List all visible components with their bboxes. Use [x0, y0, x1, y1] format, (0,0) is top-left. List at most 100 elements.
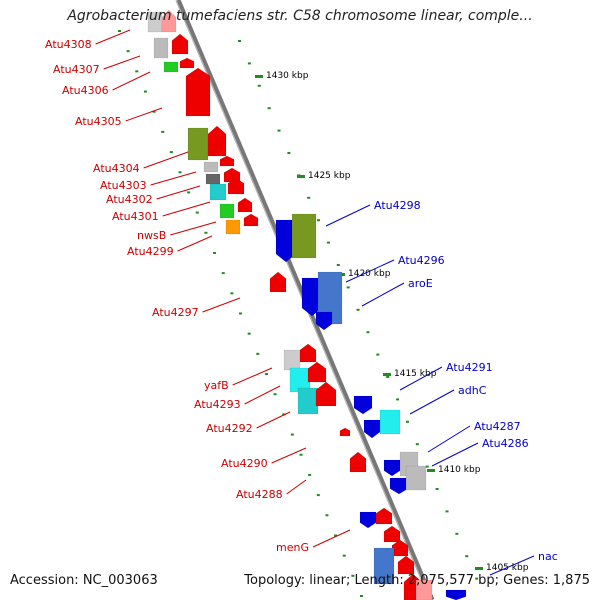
- gene-feature[interactable]: [161, 9, 177, 33]
- gene-feature[interactable]: [391, 539, 409, 557]
- gene-label-left[interactable]: nwsB: [137, 229, 166, 242]
- gene-feature[interactable]: [297, 387, 319, 415]
- label-leader-line: [325, 204, 371, 227]
- gene-label-left[interactable]: Atu4301: [112, 210, 159, 223]
- gene-label-left[interactable]: Atu4299: [127, 245, 174, 258]
- gene-label-right[interactable]: Atu4287: [474, 420, 521, 433]
- gene-feature[interactable]: [219, 203, 235, 219]
- gene-feature[interactable]: [163, 61, 179, 73]
- tick-dot-left: [351, 574, 355, 577]
- gene-feature[interactable]: [299, 343, 317, 363]
- gene-feature[interactable]: [203, 161, 219, 173]
- gene-label-left[interactable]: Atu4307: [53, 63, 100, 76]
- gene-label-right[interactable]: Atu4286: [482, 437, 529, 450]
- gene-feature[interactable]: [171, 33, 189, 55]
- gene-feature[interactable]: [383, 459, 401, 477]
- gene-feature[interactable]: [269, 271, 287, 293]
- gene-feature[interactable]: [383, 525, 401, 543]
- gene-label-right[interactable]: Atu4291: [446, 361, 493, 374]
- label-leader-line: [271, 447, 307, 464]
- label-leader-line: [156, 185, 201, 200]
- scale-tick: [297, 175, 305, 178]
- tick-dot-left: [178, 171, 182, 174]
- gene-feature[interactable]: [389, 477, 409, 495]
- gene-feature[interactable]: [379, 409, 401, 435]
- gene-feature[interactable]: [243, 213, 259, 227]
- gene-feature[interactable]: [315, 381, 337, 407]
- tick-dot-left: [342, 554, 346, 557]
- gene-feature[interactable]: [375, 507, 393, 525]
- label-leader-line: [489, 555, 535, 576]
- gene-label-right[interactable]: nac: [538, 550, 558, 563]
- gene-label-left[interactable]: Atu4302: [106, 193, 153, 206]
- gene-feature[interactable]: [339, 427, 351, 437]
- gene-feature[interactable]: [205, 173, 221, 185]
- gene-feature[interactable]: [219, 155, 235, 167]
- tick-dot-left: [316, 494, 320, 497]
- scale-tick: [383, 373, 391, 376]
- tick-dot-right: [415, 443, 419, 446]
- gene-feature[interactable]: [307, 361, 327, 383]
- gene-feature[interactable]: [353, 395, 373, 415]
- gene-feature[interactable]: [445, 589, 467, 600]
- tick-dot-right: [238, 40, 241, 42]
- tick-dot-left: [247, 332, 251, 335]
- tick-dot-right: [405, 420, 409, 423]
- gene-feature[interactable]: [179, 57, 195, 69]
- gene-label-left[interactable]: Atu4290: [221, 457, 268, 470]
- gene-feature[interactable]: [373, 547, 395, 585]
- tick-dot-left: [230, 292, 234, 295]
- gene-feature[interactable]: [237, 197, 253, 213]
- gene-label-left[interactable]: menG: [276, 541, 309, 554]
- gene-feature[interactable]: [397, 555, 415, 575]
- label-leader-line: [150, 171, 197, 186]
- tick-dot-left: [290, 433, 294, 436]
- gene-label-left[interactable]: Atu4305: [75, 115, 122, 128]
- gene-label-left[interactable]: yafB: [204, 379, 229, 392]
- gene-label-left[interactable]: Atu4308: [45, 38, 92, 51]
- tick-dot-left: [204, 231, 208, 234]
- gene-label-right[interactable]: aroE: [408, 277, 433, 290]
- gene-label-left[interactable]: Atu4288: [236, 488, 283, 501]
- gene-feature[interactable]: [363, 419, 381, 439]
- label-leader-line: [312, 529, 351, 548]
- label-leader-line: [345, 259, 395, 283]
- gene-feature[interactable]: [153, 37, 169, 59]
- gene-label-left[interactable]: Atu4297: [152, 306, 199, 319]
- tick-dot-left: [308, 473, 312, 476]
- gene-feature[interactable]: [227, 177, 245, 195]
- gene-feature[interactable]: [415, 579, 433, 600]
- gene-feature[interactable]: [317, 271, 343, 325]
- gene-label-right[interactable]: Atu4298: [374, 199, 421, 212]
- tick-dot-right: [267, 107, 271, 110]
- gene-feature[interactable]: [315, 311, 333, 331]
- gene-label-left[interactable]: Atu4304: [93, 162, 140, 175]
- gene-feature[interactable]: [187, 127, 209, 161]
- gene-label-right[interactable]: adhC: [458, 384, 487, 397]
- label-leader-line: [177, 235, 213, 252]
- gene-feature[interactable]: [207, 125, 227, 157]
- gene-feature[interactable]: [359, 511, 377, 529]
- tick-dot-left: [282, 413, 286, 416]
- gene-label-right[interactable]: Atu4296: [398, 254, 445, 267]
- tick-dot-right: [307, 196, 311, 199]
- tick-dot-right: [455, 532, 459, 535]
- tick-dot-right: [386, 376, 390, 378]
- gene-label-left[interactable]: Atu4303: [100, 179, 147, 192]
- tick-dot-right: [465, 555, 469, 558]
- gene-feature[interactable]: [283, 349, 301, 371]
- gene-feature[interactable]: [225, 219, 241, 235]
- gene-feature[interactable]: [185, 67, 211, 117]
- gene-feature[interactable]: [349, 451, 367, 473]
- tick-dot-left: [325, 514, 329, 517]
- gene-label-left[interactable]: Atu4292: [206, 422, 253, 435]
- tick-dot-right: [277, 129, 281, 132]
- gene-feature[interactable]: [291, 213, 317, 259]
- gene-feature[interactable]: [405, 465, 427, 491]
- gene-label-left[interactable]: Atu4293: [194, 398, 241, 411]
- scale-tick-label: 1415 kbp: [394, 369, 437, 379]
- gene-feature[interactable]: [209, 183, 227, 201]
- gene-label-left[interactable]: Atu4306: [62, 84, 109, 97]
